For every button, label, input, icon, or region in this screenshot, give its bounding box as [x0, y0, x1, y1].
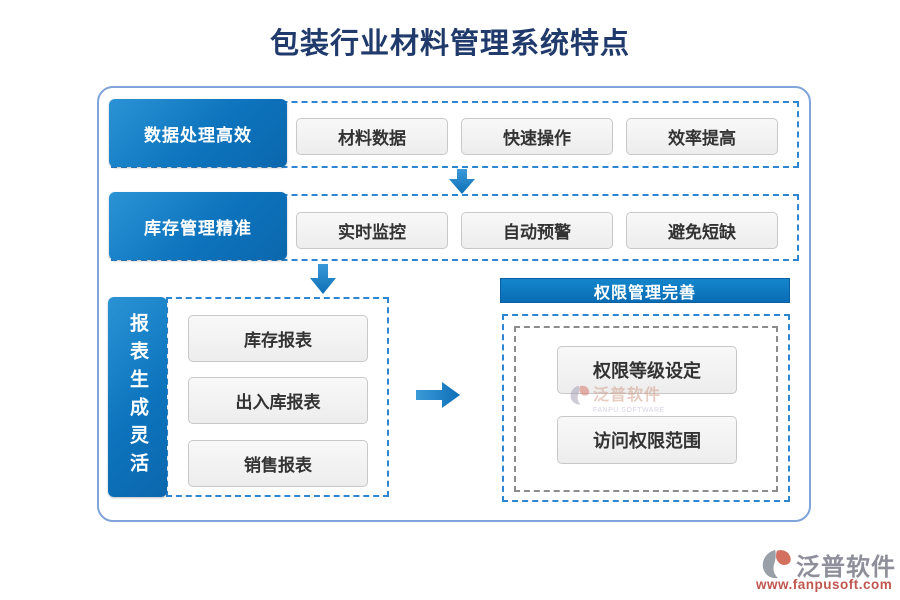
- chip-label: 权限等级设定: [593, 361, 701, 381]
- permission-inner-frame: [514, 326, 778, 492]
- chip-label: 效率提高: [668, 129, 736, 148]
- chip-label: 库存报表: [244, 331, 312, 350]
- feature-chip-auto-alert: 自动预警: [461, 212, 613, 249]
- arrow-down-icon: [308, 264, 338, 294]
- chip-label: 自动预警: [503, 223, 571, 242]
- chip-label: 销售报表: [244, 456, 312, 475]
- feature-chip-material-data: 材料数据: [296, 118, 448, 155]
- row3-label: 报表生成灵活: [127, 313, 148, 481]
- chip-label: 实时监控: [338, 223, 406, 242]
- report-chip-in-out: 出入库报表: [188, 377, 368, 424]
- feature-chip-fast-operation: 快速操作: [461, 118, 613, 155]
- fanpu-logo-icon: [762, 549, 792, 584]
- report-chip-inventory: 库存报表: [188, 315, 368, 362]
- row3-label-box: 报表生成灵活: [108, 297, 167, 497]
- chip-label: 避免短缺: [668, 223, 736, 242]
- row3-group-frame: [166, 297, 389, 497]
- arrow-down-icon: [447, 169, 477, 194]
- row2-label-box: 库存管理精准: [109, 192, 287, 260]
- permission-header-label: 权限管理完善: [593, 284, 696, 302]
- permission-chip-access-scope: 访问权限范围: [557, 416, 737, 464]
- feature-chip-avoid-shortage: 避免短缺: [626, 212, 778, 249]
- arrow-right-icon: [416, 382, 460, 408]
- permission-chip-level-setting: 权限等级设定: [557, 346, 737, 394]
- permission-header: 权限管理完善: [500, 278, 790, 303]
- chip-label: 出入库报表: [235, 393, 321, 412]
- footer-logo-url: www.fanpusoft.com: [756, 577, 893, 592]
- row1-label-box: 数据处理高效: [109, 99, 287, 167]
- chip-label: 快速操作: [503, 129, 571, 148]
- page-title: 包装行业材料管理系统特点: [269, 26, 630, 60]
- chip-label: 访问权限范围: [593, 431, 701, 451]
- feature-chip-efficiency: 效率提高: [626, 118, 778, 155]
- outer-frame: [97, 86, 811, 522]
- permission-outer-frame: [502, 314, 790, 502]
- feature-chip-realtime-monitor: 实时监控: [296, 212, 448, 249]
- footer-logo-name: 泛普软件: [796, 554, 896, 581]
- report-chip-sales: 销售报表: [188, 440, 368, 487]
- row1-label: 数据处理高效: [144, 125, 252, 145]
- chip-label: 材料数据: [338, 129, 406, 148]
- row2-label: 库存管理精准: [144, 218, 252, 238]
